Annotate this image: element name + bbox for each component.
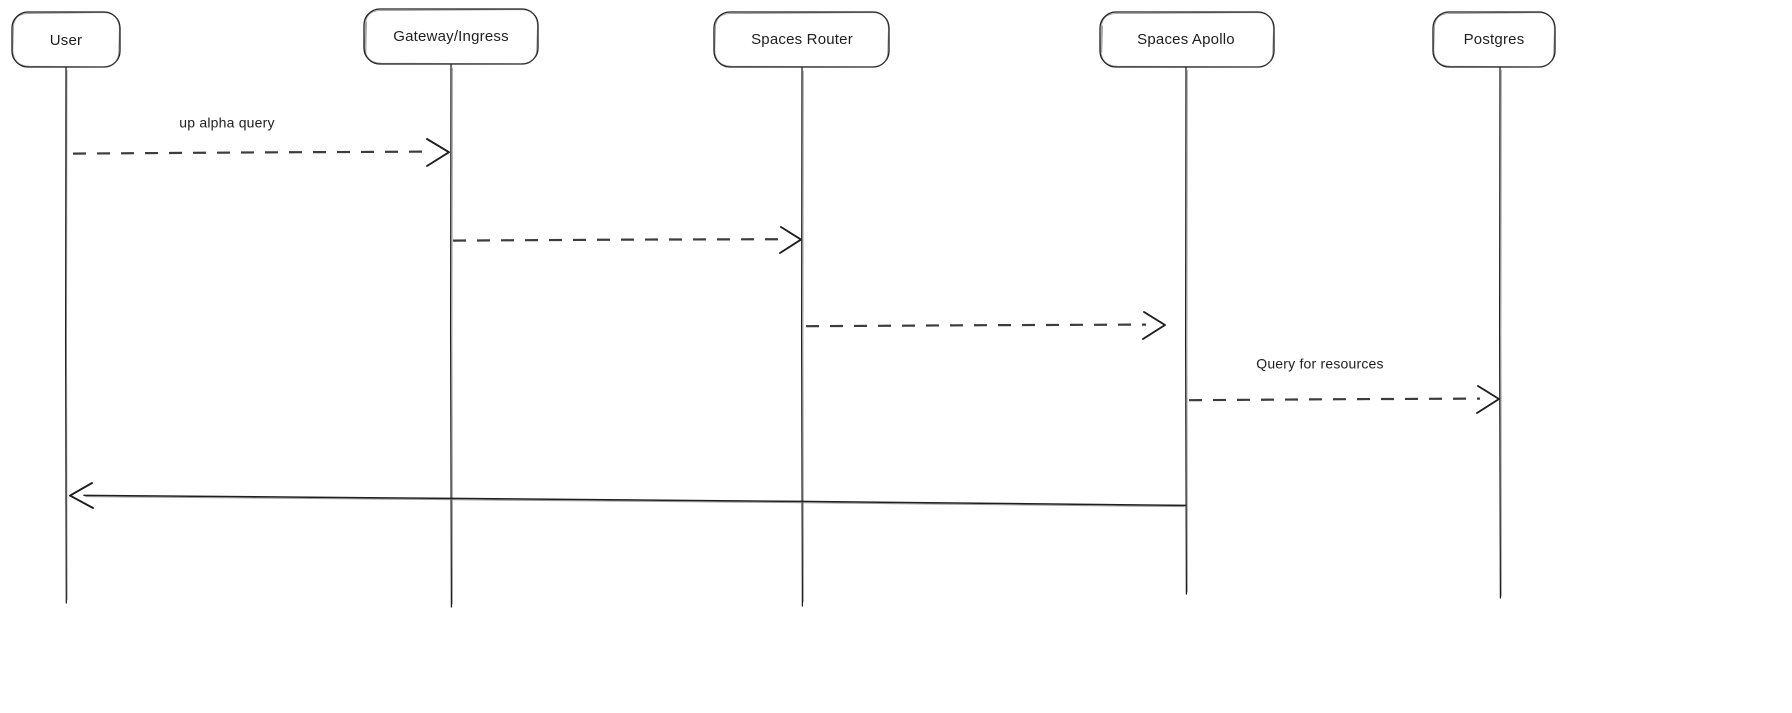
lifeline-router bbox=[800, 66, 804, 607]
participant-gateway[interactable]: Gateway/Ingress bbox=[363, 8, 539, 65]
participant-apollo[interactable]: Spaces Apollo bbox=[1099, 11, 1275, 68]
lifeline-apollo bbox=[1184, 66, 1188, 595]
lifeline-user bbox=[64, 66, 68, 604]
participant-router[interactable]: Spaces Router bbox=[713, 11, 890, 68]
message-1-user-to-gateway[interactable]: up alpha query bbox=[72, 115, 450, 167]
participant-label-postgres: Postgres bbox=[1464, 31, 1525, 48]
lifeline-gateway bbox=[449, 63, 453, 608]
lifelines-group bbox=[64, 63, 1502, 608]
participant-label-gateway: Gateway/Ingress bbox=[393, 28, 509, 45]
participant-postgres[interactable]: Postgres bbox=[1432, 11, 1556, 68]
participant-label-apollo: Spaces Apollo bbox=[1137, 31, 1235, 48]
lifeline-postgres bbox=[1498, 66, 1502, 599]
message-5-apollo-to-user-return[interactable] bbox=[69, 482, 1187, 509]
message-3-router-to-apollo[interactable] bbox=[805, 311, 1166, 340]
participant-label-user: User bbox=[50, 32, 82, 49]
message-label-1: up alpha query bbox=[179, 115, 274, 131]
message-2-gateway-to-router[interactable] bbox=[452, 226, 802, 254]
participant-user[interactable]: User bbox=[11, 11, 121, 68]
message-label-4: Query for resources bbox=[1256, 356, 1384, 372]
message-4-apollo-to-postgres[interactable]: Query for resources bbox=[1188, 356, 1500, 414]
participant-label-router: Spaces Router bbox=[751, 31, 853, 48]
